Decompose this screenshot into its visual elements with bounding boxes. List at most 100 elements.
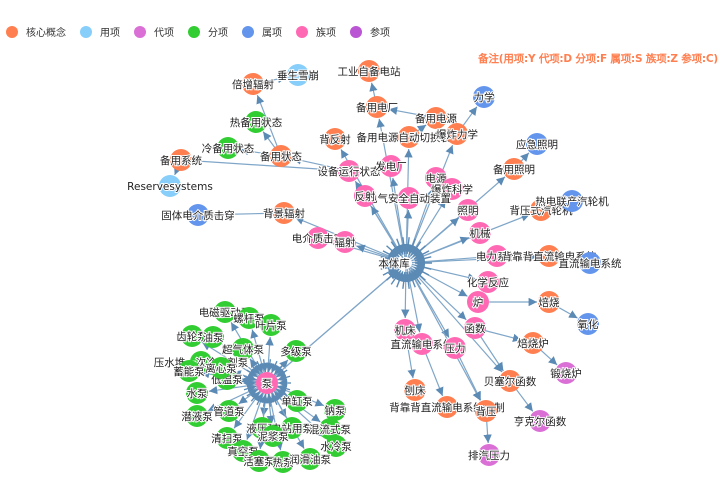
node-circle[interactable] <box>186 382 208 404</box>
graph-node[interactable]: 背靠背直流输电系统 <box>501 245 598 267</box>
graph-node[interactable]: 照明 <box>457 199 480 221</box>
graph-node[interactable]: 垂生雪崩 <box>276 64 320 86</box>
node-circle[interactable] <box>538 291 560 313</box>
legend-item[interactable]: 核心概念 <box>6 24 66 39</box>
graph-node[interactable]: 管道泵 <box>212 400 246 422</box>
graph-node[interactable]: 混流式泵 <box>308 418 352 440</box>
graph-node[interactable]: 爆炸力学 <box>435 123 479 145</box>
node-circle[interactable] <box>159 175 181 197</box>
node-circle[interactable] <box>398 187 420 209</box>
node-circle[interactable] <box>398 126 420 148</box>
node-circle[interactable] <box>473 86 495 108</box>
graph-node[interactable]: 压力 <box>444 337 467 359</box>
graph-node[interactable]: 机械 <box>469 222 492 244</box>
graph-node[interactable]: 反射 <box>354 185 377 207</box>
node-circle[interactable] <box>380 155 402 177</box>
graph-node[interactable]: 直流输电系统 <box>558 252 623 274</box>
node-circle[interactable] <box>238 307 260 329</box>
graph-node[interactable]: 化学反应 <box>466 271 510 293</box>
node-circle[interactable] <box>178 360 200 382</box>
node-circle[interactable] <box>477 271 499 293</box>
graph-node[interactable]: 活塞泵 <box>242 450 276 472</box>
node-circle[interactable] <box>287 64 309 86</box>
legend-item[interactable]: 代项 <box>134 24 174 39</box>
node-circle[interactable] <box>245 111 267 133</box>
graph-node[interactable]: 热电联产汽轮机 <box>534 190 610 212</box>
graph-node[interactable]: 焙烧 <box>538 291 561 313</box>
graph-node[interactable]: 离心泵 <box>204 357 238 379</box>
legend-item[interactable]: 属项 <box>242 24 282 39</box>
graph-node[interactable]: 备用系统 <box>159 149 203 171</box>
node-circle[interactable] <box>354 185 376 207</box>
node-circle[interactable] <box>561 190 583 212</box>
graph-node[interactable]: 超气体泵 <box>221 338 265 360</box>
legend-item[interactable]: 参项 <box>350 24 390 39</box>
node-circle[interactable] <box>242 73 264 95</box>
node-circle[interactable] <box>273 202 295 224</box>
graph-node[interactable]: 背压 <box>475 400 498 422</box>
node-circle[interactable] <box>281 417 303 439</box>
graph-node[interactable]: 直流输电系统 <box>390 333 455 355</box>
node-circle[interactable] <box>270 145 292 167</box>
legend-item[interactable]: 分项 <box>188 24 228 39</box>
node-circle[interactable] <box>285 340 307 362</box>
graph-node[interactable]: 电力系统 <box>475 245 519 267</box>
legend-item[interactable]: 用项 <box>80 24 120 39</box>
node-circle[interactable] <box>286 390 308 412</box>
node-circle[interactable] <box>232 440 254 462</box>
graph-node[interactable]: 多级泵 <box>279 340 313 362</box>
node-circle[interactable] <box>522 332 544 354</box>
graph-node[interactable]: 水泵 <box>186 382 209 404</box>
node-circle[interactable] <box>555 362 577 384</box>
graph-node[interactable]: 力学 <box>473 86 496 108</box>
node-circle[interactable] <box>307 227 329 249</box>
graph-node[interactable]: 爆炸科学 <box>430 178 474 200</box>
graph-node[interactable]: 润滑油泵 <box>288 448 332 470</box>
node-circle[interactable] <box>358 60 380 82</box>
node-circle[interactable] <box>526 133 548 155</box>
graph-node[interactable]: 电介质击穿 <box>291 227 345 249</box>
graph-node[interactable]: 备用照明 <box>492 158 536 180</box>
node-circle[interactable] <box>232 338 254 360</box>
graph-node[interactable]: 工业自备电站 <box>337 60 402 82</box>
graph-node[interactable]: 螺杆泵 <box>232 307 266 329</box>
graph-node[interactable]: 水冷泵 <box>319 435 353 457</box>
node-circle[interactable] <box>262 425 284 447</box>
graph-node[interactable]: Reservesystems <box>126 175 214 197</box>
node-circle[interactable] <box>529 410 551 432</box>
graph-node[interactable]: 备用电源 <box>414 107 458 129</box>
graph-node[interactable]: 油泵 <box>202 326 225 348</box>
node-circle[interactable] <box>425 167 447 189</box>
graph-node[interactable]: 背压式汽轮机 <box>509 199 574 221</box>
graph-node[interactable]: 辐射 <box>334 231 357 253</box>
graph-node[interactable]: 本体库 <box>377 256 411 271</box>
node-circle[interactable] <box>299 448 321 470</box>
graph-node[interactable]: 热备用状态 <box>229 111 284 133</box>
node-circle[interactable] <box>256 372 278 394</box>
node-circle[interactable] <box>218 400 240 422</box>
node-circle[interactable] <box>469 222 491 244</box>
node-circle[interactable] <box>334 231 356 253</box>
graph-node[interactable]: 发电厂 <box>374 155 408 177</box>
node-circle[interactable] <box>181 325 203 347</box>
node-circle[interactable] <box>366 96 388 118</box>
graph-node[interactable]: 函数 <box>464 317 487 339</box>
legend-item[interactable]: 族项 <box>296 24 336 39</box>
node-circle[interactable] <box>216 427 238 449</box>
node-circle[interactable] <box>324 399 346 421</box>
graph-node[interactable]: 背景辐射 <box>262 202 306 224</box>
graph-node[interactable]: 锻烧炉 <box>549 362 583 384</box>
node-circle[interactable] <box>187 204 209 226</box>
graph-node[interactable]: 电源 <box>425 167 448 189</box>
node-circle[interactable] <box>214 301 236 323</box>
node-circle[interactable] <box>538 245 560 267</box>
node-circle[interactable] <box>444 337 466 359</box>
node-circle[interactable] <box>217 137 239 159</box>
graph-node[interactable]: 刨床 <box>404 379 427 401</box>
graph-node[interactable]: 钠泵 <box>324 399 347 421</box>
node-circle[interactable] <box>467 291 489 313</box>
graph-node[interactable]: 亨克尔函数 <box>513 410 568 432</box>
graph-node[interactable]: 清扫泵 <box>210 427 244 449</box>
graph-node[interactable]: 倍增辐射 <box>231 73 275 95</box>
node-circle[interactable] <box>446 123 468 145</box>
